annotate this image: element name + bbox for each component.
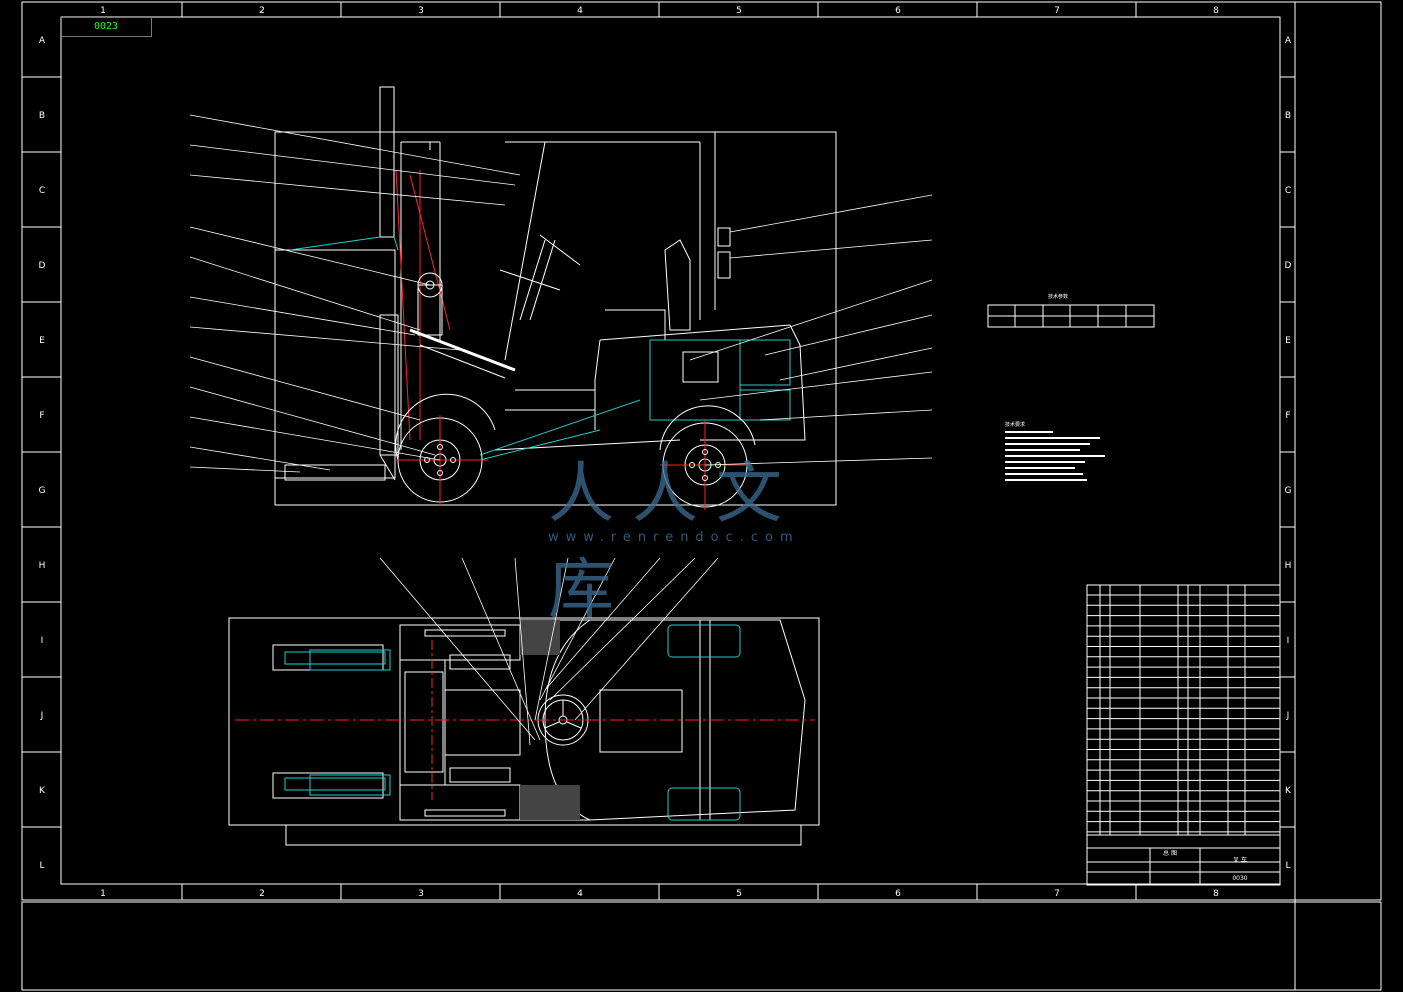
side-view <box>274 86 837 508</box>
title-block-drawing-number: 0030 <box>1232 875 1247 882</box>
column-label-top: 5 <box>736 6 742 16</box>
column-label-bottom: 5 <box>736 889 742 899</box>
row-labels-right: A B C D E F G H I J K L <box>1285 36 1293 871</box>
row-label-left: B <box>39 111 45 121</box>
row-label-right: B <box>1285 111 1291 121</box>
row-label-left: J <box>40 711 44 721</box>
column-label-bottom: 6 <box>895 889 901 899</box>
row-label-left: K <box>39 786 46 796</box>
column-labels-top: 1 2 3 4 5 6 7 8 <box>100 6 1219 16</box>
column-labels-bottom: 1 2 3 4 5 6 7 8 <box>100 889 1219 899</box>
column-label-top: 6 <box>895 6 901 16</box>
column-label-top: 2 <box>259 6 265 16</box>
notes-title: 技术要求 <box>1005 421 1025 428</box>
row-label-left: L <box>39 861 44 871</box>
row-label-right: H <box>1285 561 1292 571</box>
row-label-right: K <box>1285 786 1292 796</box>
column-label-top: 1 <box>100 6 106 16</box>
column-label-bottom: 1 <box>100 889 106 899</box>
row-label-right: G <box>1285 486 1292 496</box>
row-label-right: L <box>1285 861 1290 871</box>
tech-param-table <box>987 304 1155 328</box>
column-label-top: 8 <box>1213 6 1219 16</box>
row-label-left: G <box>39 486 46 496</box>
row-label-right: I <box>1287 636 1290 646</box>
tech-table-title: 技术参数 <box>1048 293 1068 300</box>
column-label-top: 3 <box>418 6 424 16</box>
column-label-bottom: 7 <box>1054 889 1060 899</box>
column-label-bottom: 3 <box>418 889 424 899</box>
column-label-top: 4 <box>577 6 583 16</box>
parts-list <box>1086 584 1281 886</box>
title-block-assembly: 总 图 <box>1163 849 1177 857</box>
column-label-bottom: 4 <box>577 889 583 899</box>
title-block-name: 叉 车 <box>1233 856 1247 864</box>
row-labels-left: A B C D E F G H I J K L <box>39 36 47 871</box>
row-label-right: F <box>1285 411 1290 421</box>
row-label-left: E <box>39 336 45 346</box>
row-label-left: H <box>39 561 46 571</box>
drawing-tag: 0023 <box>60 17 152 37</box>
row-label-left: F <box>39 411 44 421</box>
row-label-right: E <box>1285 336 1291 346</box>
row-label-left: D <box>39 261 46 271</box>
row-label-right: J <box>1286 711 1290 721</box>
row-label-left: I <box>41 636 44 646</box>
row-label-left: A <box>39 36 46 46</box>
row-label-right: A <box>1285 36 1292 46</box>
row-label-left: C <box>39 186 45 196</box>
column-label-bottom: 2 <box>259 889 265 899</box>
row-label-right: C <box>1285 186 1291 196</box>
top-view <box>228 617 820 846</box>
row-label-right: D <box>1285 261 1292 271</box>
column-label-bottom: 8 <box>1213 889 1219 899</box>
column-label-top: 7 <box>1054 6 1060 16</box>
